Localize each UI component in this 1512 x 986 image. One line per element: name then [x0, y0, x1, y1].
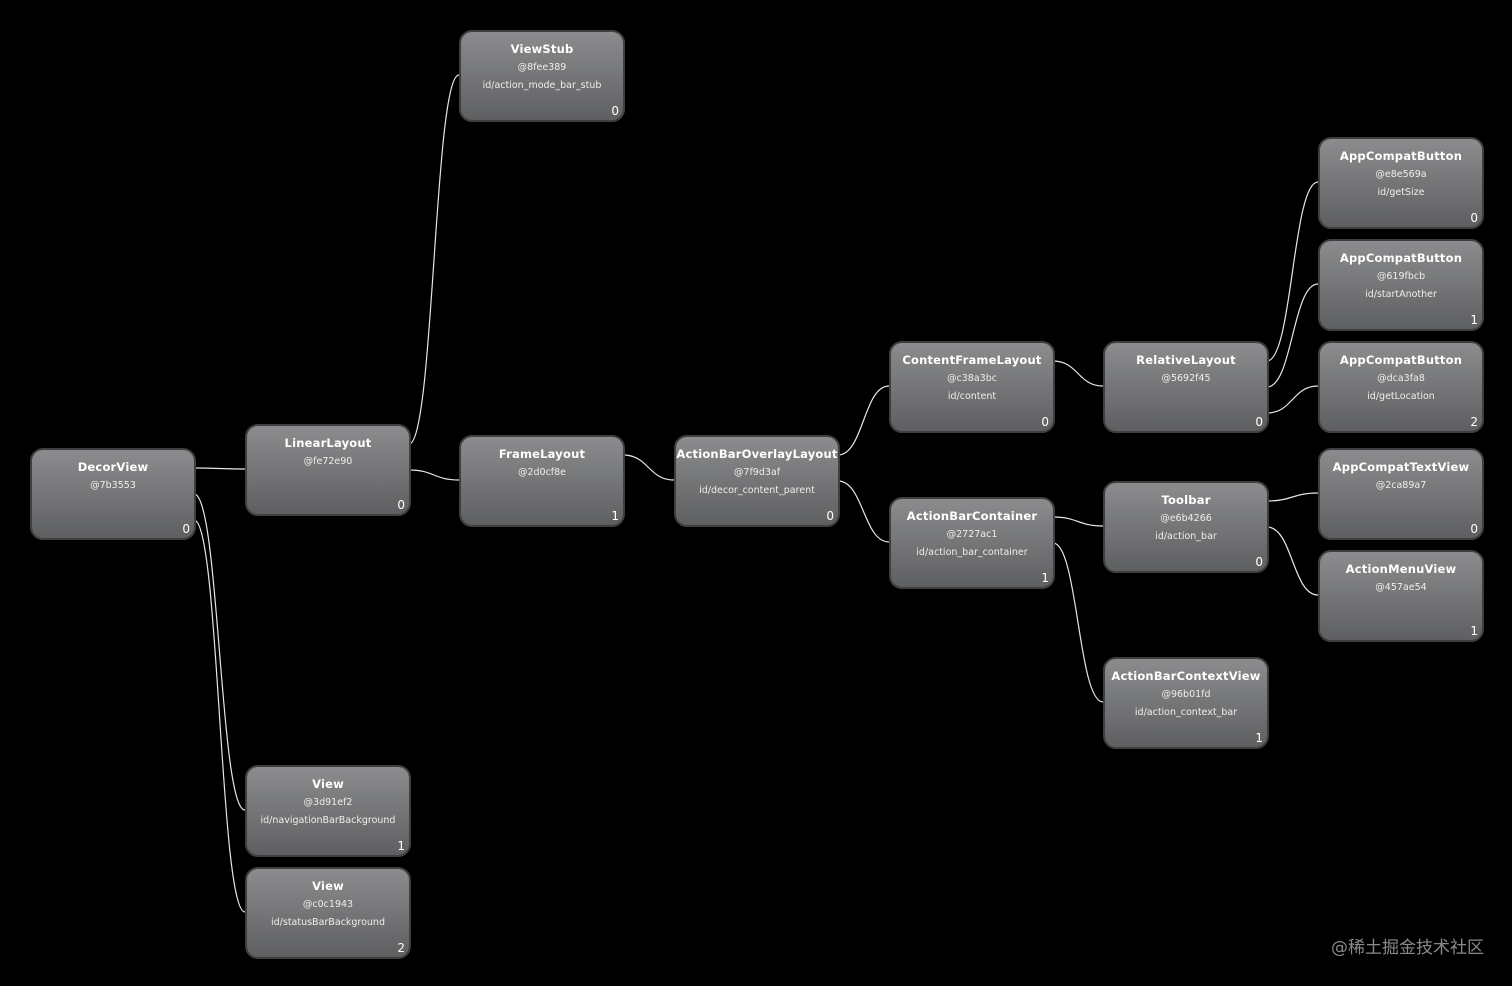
edge-toolbar-textview — [1266, 492, 1319, 502]
edge-decor-linear — [193, 467, 246, 470]
edge-decor-navbg — [193, 493, 246, 811]
edge-linear-viewstub — [408, 74, 460, 445]
node-viewstub[interactable]: ViewStub @8fee389 id/action_mode_bar_stub 0 — [459, 30, 625, 122]
node-menuview[interactable]: ActionMenuView @457ae54 1 — [1318, 550, 1484, 642]
node-hash: @3d91ef2 — [303, 797, 353, 808]
node-hash: @e8e569a — [1375, 169, 1427, 180]
node-index: 1 — [1255, 731, 1263, 745]
node-hash: @e6b4266 — [1160, 513, 1212, 524]
node-hash: @8fee389 — [517, 62, 567, 73]
node-hash: @fe72e90 — [303, 456, 353, 467]
node-hash: @2727ac1 — [946, 529, 998, 540]
node-index: 0 — [1041, 415, 1049, 429]
node-class-name: AppCompatButton — [1339, 149, 1463, 163]
node-hash: @96b01fd — [1161, 689, 1211, 700]
edge-abcontainer-contextview — [1052, 542, 1104, 703]
node-class-name: AppCompatTextView — [1332, 460, 1470, 474]
edge-content-relative — [1052, 360, 1104, 387]
node-index: 0 — [1255, 415, 1263, 429]
node-btn0[interactable]: AppCompatButton @e8e569a id/getSize 0 — [1318, 137, 1484, 229]
edge-frame-overlay — [622, 454, 675, 481]
node-class-name: DecorView — [77, 460, 149, 474]
node-hash: @c0c1943 — [302, 899, 354, 910]
edge-relative-btn1 — [1266, 283, 1319, 388]
node-hash: @5692f45 — [1161, 373, 1211, 384]
node-class-name: FrameLayout — [498, 447, 586, 461]
edge-toolbar-menuview — [1266, 526, 1319, 596]
node-index: 2 — [1470, 415, 1478, 429]
node-hash: @619fbcb — [1376, 271, 1426, 282]
node-resource-id: id/action_bar_container — [916, 547, 1028, 558]
node-class-name: ContentFrameLayout — [902, 353, 1042, 367]
node-hash: @c38a3bc — [947, 373, 997, 384]
node-index: 1 — [611, 509, 619, 523]
edge-linear-frame — [408, 469, 460, 481]
node-class-name: ActionBarOverlayLayout — [676, 447, 838, 461]
node-hash: @457ae54 — [1375, 582, 1427, 593]
node-class-name: AppCompatButton — [1339, 353, 1463, 367]
edge-decor-statusbg — [193, 519, 246, 913]
node-linear[interactable]: LinearLayout @fe72e90 0 — [245, 424, 411, 516]
node-overlay[interactable]: ActionBarOverlayLayout @7f9d3af id/decor_c… — [674, 435, 840, 527]
node-class-name: ActionMenuView — [1345, 562, 1457, 576]
node-btn1[interactable]: AppCompatButton @619fbcb id/startAnother 1 — [1318, 239, 1484, 331]
node-index: 0 — [1470, 522, 1478, 536]
node-resource-id: id/action_mode_bar_stub — [482, 80, 602, 91]
edge-overlay-abcontainer — [837, 480, 890, 543]
node-resource-id: id/decor_content_parent — [699, 485, 815, 496]
edge-abcontainer-toolbar — [1052, 516, 1104, 527]
node-class-name: ViewStub — [510, 42, 574, 56]
node-class-name: RelativeLayout — [1136, 353, 1236, 367]
node-index: 1 — [1041, 571, 1049, 585]
node-class-name: View — [312, 777, 344, 791]
edge-relative-btn2 — [1266, 385, 1319, 414]
node-hash: @2d0cf8e — [517, 467, 567, 478]
node-frame[interactable]: FrameLayout @2d0cf8e 1 — [459, 435, 625, 527]
node-index: 0 — [826, 509, 834, 523]
node-decor[interactable]: DecorView @7b3553 0 — [30, 448, 196, 540]
node-class-name: LinearLayout — [284, 436, 372, 450]
node-class-name: Toolbar — [1161, 493, 1211, 507]
node-index: 0 — [182, 522, 190, 536]
node-btn2[interactable]: AppCompatButton @dca3fa8 id/getLocation 2 — [1318, 341, 1484, 433]
node-relative[interactable]: RelativeLayout @5692f45 0 — [1103, 341, 1269, 433]
node-resource-id: id/action_context_bar — [1134, 707, 1238, 718]
node-index: 1 — [397, 839, 405, 853]
node-contextview[interactable]: ActionBarContextView @96b01fd id/action_co… — [1103, 657, 1269, 749]
node-resource-id: id/getSize — [1377, 187, 1425, 198]
edge-relative-btn0 — [1266, 181, 1319, 362]
node-resource-id: id/getLocation — [1367, 391, 1435, 402]
watermark: @稀土掘金技术社区 — [1331, 938, 1484, 958]
node-index: 0 — [397, 498, 405, 512]
node-index: 2 — [397, 941, 405, 955]
node-hash: @7b3553 — [90, 480, 136, 491]
node-index: 1 — [1470, 624, 1478, 638]
node-resource-id: id/startAnother — [1365, 289, 1437, 300]
node-class-name: ActionBarContainer — [906, 509, 1038, 523]
node-textview[interactable]: AppCompatTextView @2ca89a7 0 — [1318, 448, 1484, 540]
node-class-name: View — [312, 879, 344, 893]
edge-overlay-content — [837, 385, 890, 456]
node-class-name: ActionBarContextView — [1111, 669, 1261, 683]
node-index: 0 — [611, 104, 619, 118]
node-statusbg[interactable]: View @c0c1943 id/statusBarBackground 2 — [245, 867, 411, 959]
node-content[interactable]: ContentFrameLayout @c38a3bc id/content 0 — [889, 341, 1055, 433]
node-index: 0 — [1255, 555, 1263, 569]
node-toolbar[interactable]: Toolbar @e6b4266 id/action_bar 0 — [1103, 481, 1269, 573]
node-navbg[interactable]: View @3d91ef2 id/navigationBarBackground 1 — [245, 765, 411, 857]
node-hash: @2ca89a7 — [1375, 480, 1427, 491]
node-resource-id: id/content — [947, 391, 997, 402]
node-hash: @7f9d3af — [733, 467, 781, 478]
node-hash: @dca3fa8 — [1377, 373, 1425, 384]
node-class-name: AppCompatButton — [1339, 251, 1463, 265]
node-index: 1 — [1470, 313, 1478, 327]
node-resource-id: id/statusBarBackground — [271, 917, 385, 928]
node-abcontainer[interactable]: ActionBarContainer @2727ac1 id/action_bar_… — [889, 497, 1055, 589]
node-index: 0 — [1470, 211, 1478, 225]
node-resource-id: id/navigationBarBackground — [260, 815, 396, 826]
node-resource-id: id/action_bar — [1155, 531, 1217, 542]
